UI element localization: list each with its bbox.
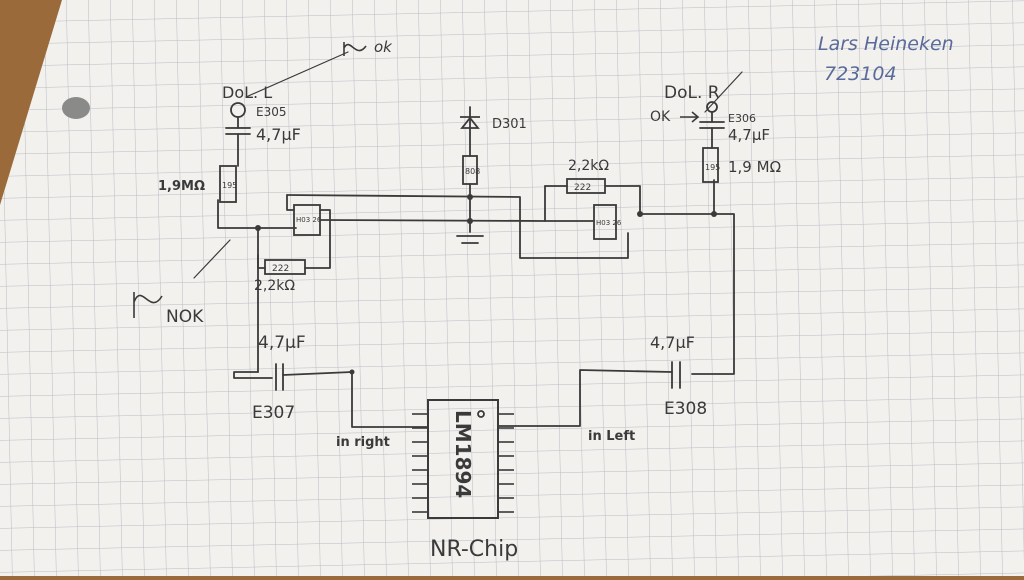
resistor-left xyxy=(219,165,237,203)
pin1-dot-icon xyxy=(477,410,485,418)
ic-name-label: LM1894 xyxy=(451,410,475,498)
label-res-right: 1,9 MΩ xyxy=(728,158,781,176)
resistor-right xyxy=(702,147,719,183)
author-name: Lars Heineken xyxy=(818,33,954,55)
sine-wave-ok-icon xyxy=(343,42,367,56)
label-e307: E307 xyxy=(252,403,295,423)
label-diode-body: 808 xyxy=(465,167,480,176)
ic-pins xyxy=(412,413,514,513)
label-cap-e306: 4,7µF xyxy=(728,126,770,144)
input-jack-right-icon xyxy=(706,101,718,113)
junction-dots xyxy=(255,194,717,375)
wave-symbols xyxy=(133,42,700,318)
label-dol-left: DoL. L xyxy=(222,83,272,102)
label-res-top-right: 2,2kΩ xyxy=(568,158,609,174)
input-jack-left-icon xyxy=(230,102,246,118)
ic-caption: NR-Chip xyxy=(430,537,518,562)
label-dol-right: DoL. R xyxy=(664,83,720,103)
label-nok: NOK xyxy=(166,307,204,327)
label-e308: E308 xyxy=(664,399,707,419)
components xyxy=(219,101,719,519)
label-ok-top: ok xyxy=(374,38,393,56)
ic-package xyxy=(427,399,499,519)
label-res-bottom-code: 222 xyxy=(272,264,289,274)
label-res-bottom: 2,2kΩ xyxy=(254,278,295,294)
label-res-left-code: 195 xyxy=(222,181,237,190)
punch-hole xyxy=(62,97,90,119)
diode-body xyxy=(462,155,478,185)
sine-wave-nok-icon xyxy=(133,292,163,318)
diode-icon xyxy=(460,116,480,129)
chip-right xyxy=(593,204,617,240)
label-chip-left-code: H03 26 xyxy=(296,216,322,224)
label-res-top-right-code: 222 xyxy=(574,183,591,193)
label-diode: D301 xyxy=(492,117,527,132)
resistor-bottom xyxy=(264,259,306,275)
label-in-left: in Left xyxy=(588,429,635,444)
label-e306: E306 xyxy=(728,112,756,125)
label-res-right-code: 195 xyxy=(705,163,720,172)
circuit-wires xyxy=(193,51,743,428)
resistor-top-right xyxy=(566,178,606,194)
chip-left xyxy=(293,204,321,236)
label-cap-e307: 4,7µF xyxy=(258,333,306,353)
label-e305: E305 xyxy=(256,105,287,119)
label-in-right: in right xyxy=(336,435,390,450)
label-cap-e305: 4,7µF xyxy=(256,125,301,144)
label-chip-right-code: H03 26 xyxy=(596,219,622,227)
label-res-left: 1,9MΩ xyxy=(158,179,205,194)
label-ok-right: OK xyxy=(650,109,671,125)
author-id: 723104 xyxy=(824,63,897,85)
label-cap-e308: 4,7µF xyxy=(650,333,695,352)
right-arrow-icon xyxy=(680,111,700,123)
